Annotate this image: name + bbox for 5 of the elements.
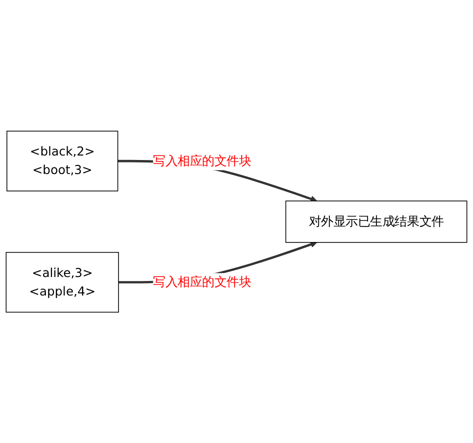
- node-box: <alike,3> <apple,4>: [6, 252, 119, 312]
- edge-label: 写入相应的文件块: [153, 274, 252, 290]
- edge-label: 写入相应的文件块: [153, 153, 252, 168]
- node-box: <black,2> <boot,3>: [6, 130, 118, 192]
- node-box: 对外显示已生成结果文件: [285, 200, 468, 243]
